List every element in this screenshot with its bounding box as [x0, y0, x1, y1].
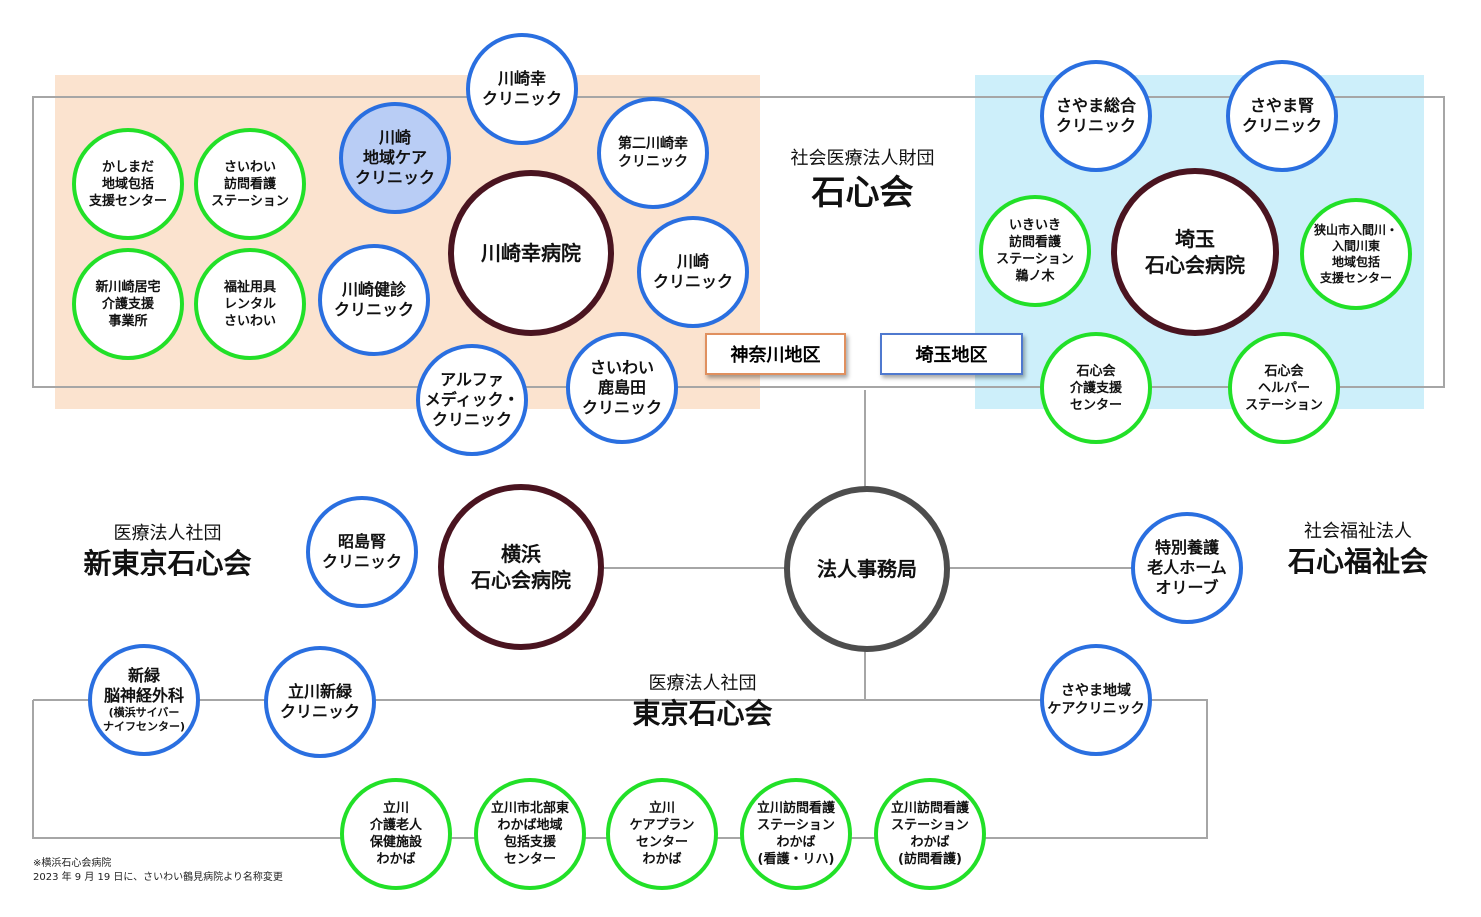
- node-sekishin-kaigo: 石心会 介護支援 センター: [1040, 332, 1152, 444]
- org-fukushikai-sub: 社会福祉法人: [1304, 521, 1412, 542]
- org-sekishinkai-sub: 社会医療法人財団: [790, 148, 935, 169]
- node-ikiiki: いきいき 訪問看護 ステーション 鵜ノ木: [979, 195, 1091, 307]
- org-shin-tokyo-sub: 医療法人社団: [113, 523, 222, 544]
- tokyo-frame: [32, 699, 1208, 839]
- node-saiwai-kashimada: さいわい 鹿島田 クリニック: [566, 332, 678, 444]
- org-fukushikai: 社会福祉法人 石心福祉会: [1268, 520, 1448, 580]
- node-kawasaki-saiwai-hospital: 川崎幸病院: [448, 170, 614, 336]
- node-akishima: 昭島腎 クリニック: [306, 496, 418, 608]
- node-kawasaki-kenshin: 川崎健診 クリニック: [318, 244, 430, 356]
- footnote-line2: 2023 年 9 月 19 日に、さいわい鶴見病院より名称変更: [33, 872, 283, 883]
- node-tachikawa-houmon1: 立川訪問看護 ステーション わかば (看護・リハ): [740, 778, 852, 890]
- node-sayama-iruma: 狭山市入間川・ 入間川東 地域包括 支援センター: [1300, 198, 1412, 310]
- node-fukushi-yougu: 福祉用具 レンタル さいわい: [194, 248, 306, 360]
- node-shinkawasaki: 新川崎居宅 介護支援 事業所: [72, 248, 184, 360]
- org-tokyo: 医療法人社団 東京石心会: [610, 672, 795, 732]
- node-sekishin-helper: 石心会 ヘルパー ステーション: [1228, 332, 1340, 444]
- org-sekishinkai-main: 石心会: [811, 173, 914, 213]
- node-dai2-kawasaki: 第二川崎幸 クリニック: [597, 97, 709, 209]
- org-shin-tokyo-main: 新東京石心会: [83, 547, 252, 580]
- saitama-tag: 埼玉地区: [880, 333, 1023, 375]
- node-kashimada: かしまだ 地域包括 支援センター: [72, 128, 184, 240]
- org-sekishinkai: 社会医療法人財団 石心会: [760, 147, 965, 215]
- node-kawasaki-saiwai-clinic: 川崎幸 クリニック: [466, 33, 578, 145]
- org-tokyo-main: 東京石心会: [632, 697, 773, 730]
- node-olive: 特別養護 老人ホーム オリーブ: [1131, 512, 1243, 624]
- node-houjin-jimukyoku: 法人事務局: [784, 486, 950, 652]
- org-shin-tokyo: 医療法人社団 新東京石心会: [60, 522, 275, 582]
- node-kawasaki-clinic: 川崎 クリニック: [637, 216, 749, 328]
- node-saitama-hospital: 埼玉 石心会病院: [1111, 168, 1279, 336]
- sekishinkai-frame: [32, 96, 1445, 388]
- node-tachikawa-hokubu: 立川市北部東 わかば地域 包括支援 センター: [474, 778, 586, 890]
- footnote-line1: ※横浜石心会病院: [33, 858, 112, 869]
- node-tachikawa-shinryoku: 立川新緑 クリニック: [264, 646, 376, 758]
- node-yokohama-hospital: 横浜 石心会病院: [438, 484, 604, 650]
- node-saiwai-houmon: さいわい 訪問看護 ステーション: [194, 128, 306, 240]
- footnote: ※横浜石心会病院 2023 年 9 月 19 日に、さいわい鶴見病院より名称変更: [33, 857, 283, 885]
- org-fukushikai-main: 石心福祉会: [1287, 545, 1428, 578]
- node-sayama-jin: さやま腎 クリニック: [1226, 60, 1338, 172]
- node-sayama-chiiki: さやま地域 ケアクリニック: [1040, 644, 1152, 756]
- node-tachikawa-careplan: 立川 ケアプラン センター わかば: [606, 778, 718, 890]
- node-shinryoku-noushinkei: 新緑 脳神経外科 (横浜サイバー ナイフセンター): [88, 644, 200, 756]
- node-tachikawa-houmon2: 立川訪問看護 ステーション わかば (訪問看護): [874, 778, 986, 890]
- kanagawa-tag: 神奈川地区: [705, 333, 846, 375]
- node-sayama-sougou: さやま総合 クリニック: [1040, 60, 1152, 172]
- node-kawasaki-chiiki: 川崎 地域ケア クリニック: [339, 102, 451, 214]
- org-tokyo-sub: 医療法人社団: [648, 673, 757, 694]
- node-alpha: アルファ メディック・ クリニック: [416, 344, 528, 456]
- node-tachikawa-roujin: 立川 介護老人 保健施設 わかば: [340, 778, 452, 890]
